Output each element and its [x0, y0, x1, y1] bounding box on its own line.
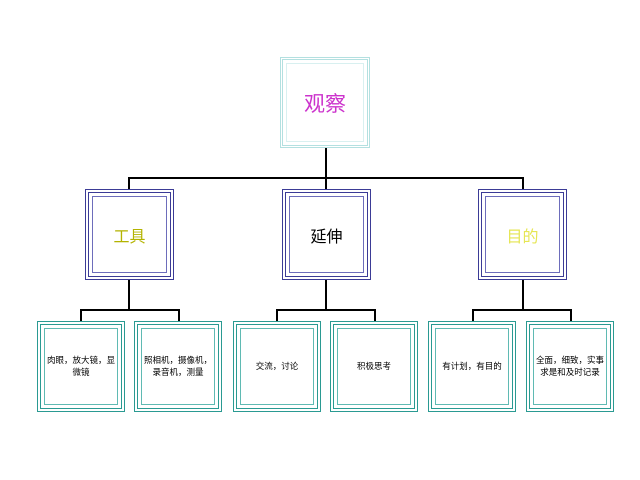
leaf-label: 交流，讨论 [255, 361, 299, 372]
leaf-node: 积极思考 [330, 321, 418, 412]
branch-node-tools: 工具 [85, 189, 174, 280]
connector-line [325, 148, 327, 178]
leaf-node: 全面，细致，实事求是和及时记录 [526, 321, 614, 412]
leaf-node: 照相机，摄像机，录音机，测量 [134, 321, 222, 412]
root-label: 观察 [304, 91, 346, 116]
connector-line [178, 309, 180, 322]
connector-line [80, 309, 180, 311]
leaf-label: 照相机，摄像机，录音机，测量 [143, 355, 212, 378]
connector-line [80, 309, 82, 322]
connector-line [472, 309, 572, 311]
leaf-label: 有计划，有目的 [442, 361, 502, 372]
connector-line [325, 280, 327, 310]
connector-line [522, 177, 524, 190]
connector-line [128, 177, 130, 190]
connector-line [570, 309, 572, 322]
leaf-node: 交流，讨论 [233, 321, 321, 412]
leaf-label: 全面，细致，实事求是和及时记录 [535, 355, 604, 378]
branch-node-purpose: 目的 [478, 189, 567, 280]
leaf-label: 积极思考 [356, 361, 391, 372]
root-node: 观察 [280, 57, 370, 148]
connector-line [128, 280, 130, 310]
branch-label: 工具 [113, 226, 146, 246]
connector-line [325, 177, 327, 190]
connector-line [472, 309, 474, 322]
leaf-label: 肉眼，放大镜，显微镜 [46, 355, 115, 378]
branch-node-extension: 延伸 [282, 189, 371, 280]
leaf-node: 肉眼，放大镜，显微镜 [37, 321, 125, 412]
leaf-node: 有计划，有目的 [428, 321, 516, 412]
branch-label: 目的 [506, 226, 539, 246]
connector-line [276, 309, 376, 311]
branch-label: 延伸 [310, 226, 343, 246]
connector-line [276, 309, 278, 322]
connector-line [522, 280, 524, 310]
connector-line [374, 309, 376, 322]
